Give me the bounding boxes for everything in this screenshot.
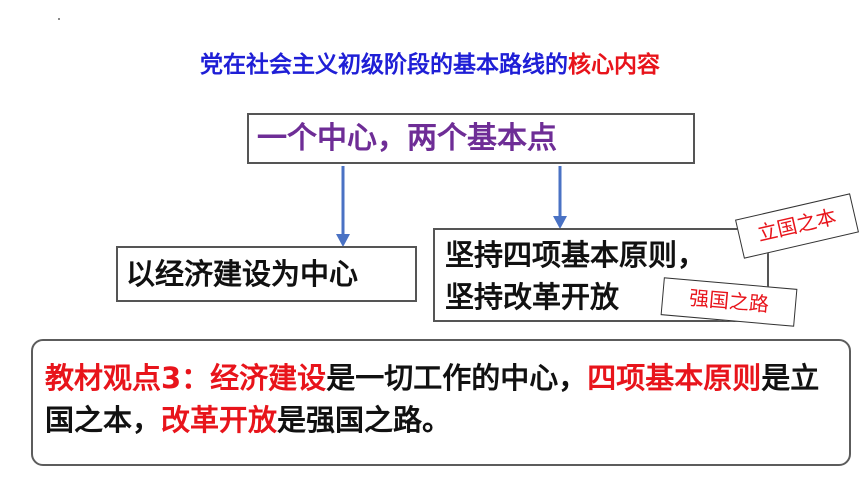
economic-center-box: 以经济建设为中心	[116, 246, 417, 302]
center-box: 一个中心，两个基本点	[247, 113, 695, 164]
arrow-right	[553, 166, 567, 229]
textbook-viewpoint-box: 教材观点3：经济建设是一切工作的中心，四项基本原则是立国之本，改革开放是强国之路…	[31, 339, 851, 466]
title-highlight: 核心内容	[568, 52, 660, 78]
page-title: 党在社会主义初级阶段的基本路线的核心内容	[0, 45, 860, 79]
viewpoint-part-2: 是一切工作的中心，	[326, 361, 588, 395]
viewpoint-part-1: 教材观点3：经济建设	[45, 361, 327, 395]
viewpoint-part-4: 是立国之本，	[45, 361, 820, 437]
basic-point-line-1: 坚持四项基本原则，	[445, 238, 707, 272]
viewpoint-part-5: 改革开放	[161, 403, 278, 437]
arrow-left	[336, 166, 350, 247]
title-main: 党在社会主义初级阶段的基本路线的	[200, 52, 568, 78]
viewpoint-part-6: 是强国之路。	[277, 403, 452, 437]
viewpoint-part-3: 四项基本原则	[587, 361, 762, 395]
decorative-dot	[58, 18, 60, 20]
basic-point-line-2: 坚持改革开放	[445, 280, 620, 314]
